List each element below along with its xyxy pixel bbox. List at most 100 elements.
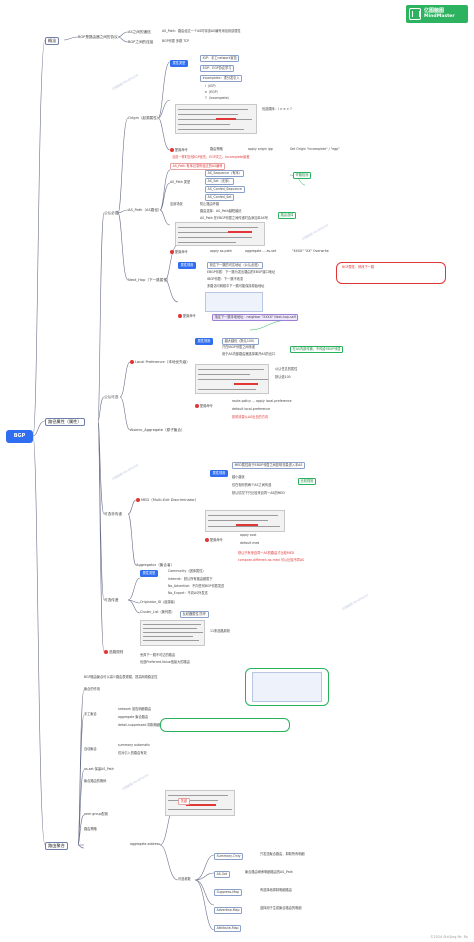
selection-rule-2: 优选Preferred-Value值最大的路由 (140, 660, 190, 664)
local-pref-green: 在AS内部传播，不传给EBGP邻居 (290, 346, 343, 353)
opt-attribute-map[interactable]: Attribute-Map (214, 925, 242, 932)
topic-concept[interactable]: 概念 (45, 37, 60, 45)
as-path-cmd[interactable]: 配置命令 (170, 250, 188, 255)
med-cmd[interactable]: 配置命令 (205, 538, 223, 543)
med-node[interactable]: MED（Multi-Exit Discriminator） (136, 498, 199, 502)
origin-cmd-2: apply origin igp (248, 147, 273, 151)
root-node[interactable]: BGP (6, 430, 33, 443)
next-hop-red-note: BGP属性：修改下一跳 (342, 265, 375, 269)
med-green: 比较规则 (298, 478, 316, 485)
as-path-usage-2: 路由选择：AS_Path越短越优 (200, 209, 242, 213)
as-path-green-1: 环路检测 (293, 172, 311, 179)
concept-desc[interactable]: BGP是路由器之间的协议 (78, 35, 118, 39)
local-pref-node[interactable]: Local Preference（本地优先级） (130, 360, 190, 364)
as-path-usage-1: 防止路由环路 (200, 202, 220, 206)
origin-type-tag: 属性类型 (170, 60, 188, 67)
aggregate-cmd-node[interactable]: aggregate-address (130, 842, 161, 846)
origin-cmd[interactable]: 配置命令 (170, 148, 188, 153)
as-path-cmd-note: "XXXX" "XX" Overwrite (292, 249, 329, 253)
opt-as-set[interactable]: AS-Set (214, 871, 230, 878)
auto-2: 仅对引入的路由有效 (118, 751, 147, 755)
opt-summary-only[interactable]: Summary-Only (214, 853, 244, 860)
as-path-seq[interactable]: AS_Sequence（有序） (205, 170, 245, 177)
manual-1: network 宣告明细路由 (118, 707, 152, 711)
as-path-screenshot (175, 222, 265, 246)
opt-suppress-map[interactable]: Suppress-Map (214, 889, 242, 896)
manual-summary-node[interactable]: 手工聚合 (84, 712, 97, 716)
brand-logo: 亿图脑图 MindMaster (406, 5, 468, 23)
next-hop-rule-2: IBGP邻居：下一跳不改变 (207, 277, 244, 281)
as-path-green-2: 路由选择 (278, 212, 296, 219)
config-icon (178, 314, 182, 318)
concept-note-2: BGP邻居 多跳 TCP (162, 39, 190, 43)
origin-red-note: 当前一样时比较IGP优先，EGP次之，Incomplete最差 (172, 155, 250, 159)
origin-screenshot (175, 104, 257, 134)
origin-node[interactable]: Origin（起源属性） (128, 116, 161, 120)
topic-path-attr[interactable]: 路径属性（属性） (45, 418, 85, 426)
footer-credit: ©2024 ShiQing Mr. Ru (430, 935, 468, 939)
as-path-confed-seq[interactable]: AS_Confed_Sequence (205, 186, 245, 193)
auto-summary-node[interactable]: 自动聚合 (84, 747, 97, 751)
watermark: 亿图脑图 MindMaster (111, 72, 140, 92)
as-path-node[interactable]: AS_Path（AS路径） (128, 208, 162, 212)
concept-note-1: AS_Path：路由经过一个AS时将该AS编号添加到该属性 (162, 29, 241, 33)
local-pref-screenshot (195, 364, 269, 394)
watermark: 亿图脑图 MindMaster (121, 772, 150, 792)
local-pref-cmd-1: route-policy ... apply local-preference (232, 399, 292, 403)
mask-node: 聚合路由的掩码 (84, 779, 107, 783)
origin-case-incomplete[interactable]: Incomplete：重分发引入 (200, 75, 243, 82)
local-pref-rule-1: 越大越优（默认100） (222, 338, 259, 345)
peer-group-node[interactable]: peer group配置 (84, 812, 108, 816)
next-hop-node[interactable]: Next_Hop（下一跳属性） (128, 278, 171, 282)
as-set-node[interactable]: as-set 保留AS_Path (84, 767, 114, 771)
pref-group[interactable]: 公认可选 (104, 395, 119, 399)
as-path-usage-3: AS_Path 在EBGP邻居之间传递时会添加本AS号 (200, 216, 268, 220)
opt-suppress-note: 有选择地抑制明细路由 (260, 888, 292, 892)
local-pref-note-2: 默认值100 (275, 375, 291, 379)
summary-intro-tag[interactable]: 聚合的作用 (84, 687, 100, 691)
atomic-aggregate-node[interactable]: Atomic_Aggregate（原子聚合） (130, 428, 185, 432)
as-path-set[interactable]: AS_Set（无序） (205, 178, 234, 185)
aggregator-node[interactable]: Aggregator（聚合者） (136, 563, 175, 567)
origin-case-igp[interactable]: IGP：手工network宣告 (200, 55, 240, 62)
local-pref-cmd[interactable]: 配置命令 (195, 404, 213, 409)
policy-node[interactable]: 路由策略 (84, 827, 97, 831)
summary-intro: BGP路由聚合可以减少路由表规模，提高网络稳定性 (84, 675, 158, 679)
watermark: 亿图脑图 MindMaster (341, 592, 370, 612)
community-node[interactable]: Community（团体属性） (168, 569, 206, 573)
med-group[interactable]: 可选非传递 (104, 512, 122, 516)
origin-opt-e: e（EGP） (205, 90, 220, 94)
brand-name-en: MindMaster (424, 14, 455, 19)
origin-rule: 优选顺序：i > e > ? (262, 107, 292, 111)
community-rule-2: No_Advertise：不向任何BGP邻居发送 (168, 584, 225, 588)
config-icon (195, 404, 199, 408)
next-hop-cmd[interactable]: 配置命令 (178, 314, 196, 319)
well-known-mandatory[interactable]: 公认必遵 (104, 211, 119, 215)
opt-advertise-note: 选择用于生成聚合路由的明细 (260, 906, 302, 910)
selection-node[interactable]: 选路规则 (104, 650, 123, 654)
med-cmd-2: default med (240, 541, 260, 545)
manual-3: detail-suppressed 抑制明细 (118, 723, 161, 727)
priority-icon (130, 360, 134, 364)
origin-case-egp[interactable]: EGP：EGP协议学习 (200, 65, 234, 72)
next-hop-tag: 属性规则 (178, 262, 196, 269)
concept-as-comm[interactable]: AS之间的通信 (128, 30, 151, 34)
next-hop-rule-3: 多路访问网络中下一跳可能保持原始地址 (207, 284, 265, 288)
concept-bgp-conn[interactable]: BGP之间的连接 (128, 40, 154, 44)
topic-route-summary[interactable]: 路由聚合 (45, 842, 68, 850)
as-path-confed-set[interactable]: AS_Confed_Set (205, 194, 235, 201)
next-hop-diagram (205, 292, 263, 312)
community-group[interactable]: 可选传递 (104, 598, 119, 602)
originator-id-node[interactable]: Originator_ID（起源者） (140, 600, 178, 604)
med-tag: 属性规则 (210, 470, 228, 477)
community-rule-3: No_Export：不向AS外发送 (168, 591, 208, 595)
next-hop-purple-note: 指定下一跳本地地址：neighbor "XXXX" Next-hop-self (212, 314, 299, 321)
mindmaster-logo-icon (409, 8, 421, 20)
cluster-list-node[interactable]: Cluster_List（簇列表） (140, 610, 175, 614)
manual-2: aggregate 聚合路由 (118, 715, 149, 719)
selection-rule-1: 丢弃下一跳不可达的路由 (140, 653, 176, 657)
opt-advertise-map[interactable]: Advertise-Map (214, 907, 243, 914)
summary-callout (245, 668, 329, 706)
brand-name-cn: 亿图脑图 (424, 8, 445, 14)
opt-as-set-note: 聚合路由继承明细路由的AS_Path (245, 870, 293, 874)
